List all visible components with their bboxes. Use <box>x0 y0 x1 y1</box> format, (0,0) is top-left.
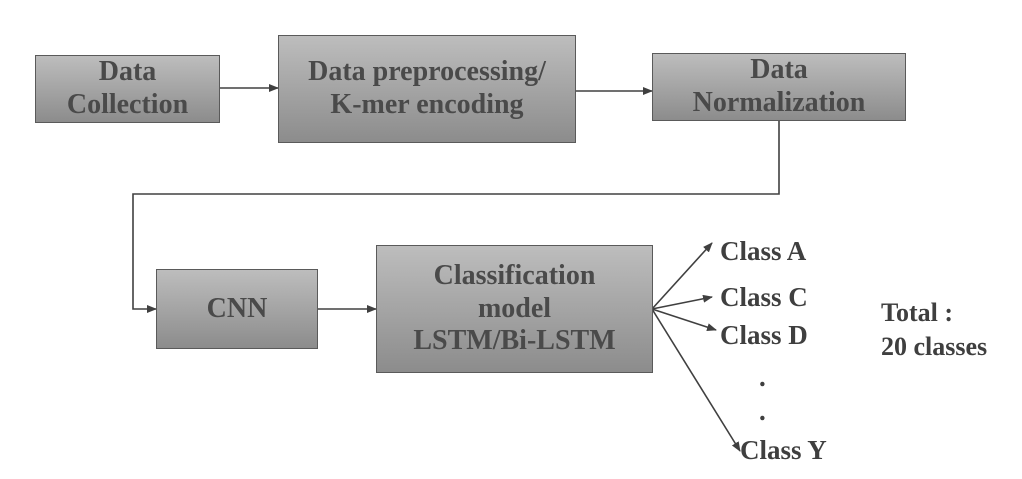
normalization-box: Data Normalization <box>652 53 906 121</box>
class-y-label: Class Y <box>740 435 827 465</box>
classification-line-1: Classification <box>433 259 596 291</box>
normalization-line-1: Data <box>750 54 808 86</box>
classification-line-2: model <box>477 292 552 324</box>
cnn-label: CNN <box>206 292 268 324</box>
total-classes-note: Total : 20 classes <box>881 296 987 364</box>
classification-line-3: LSTM/Bi-LSTM <box>413 325 616 357</box>
arrow-to-class-d <box>651 308 717 331</box>
preprocessing-line-1: Data preprocessing/ <box>308 56 546 88</box>
preprocessing-line-2: K-mer encoding <box>330 89 524 120</box>
arrow-to-class-y <box>651 308 741 452</box>
arrow-to-class-a <box>651 242 713 310</box>
classification-model-box: Classification model LSTM/Bi-LSTM <box>376 245 653 373</box>
total-line-2: 20 classes <box>881 331 988 361</box>
arrow-to-class-c <box>651 294 713 310</box>
ellipsis-dot-1: . <box>759 362 766 392</box>
total-line-1: Total : <box>881 298 953 327</box>
normalization-line-2: Normalization <box>692 87 866 118</box>
preprocessing-box: Data preprocessing/ K-mer encoding <box>278 35 576 143</box>
ellipsis-dot-2: . <box>759 396 766 426</box>
class-a-label: Class A <box>720 236 807 266</box>
data-collection-line-2: Collection <box>66 89 189 120</box>
data-collection-line-1: Data <box>98 56 157 88</box>
class-d-label: Class D <box>720 320 808 350</box>
arrow-normalization-to-cnn <box>132 121 780 313</box>
class-c-label: Class C <box>720 282 808 312</box>
data-collection-box: Data Collection <box>35 55 220 123</box>
cnn-box: CNN <box>156 269 318 349</box>
